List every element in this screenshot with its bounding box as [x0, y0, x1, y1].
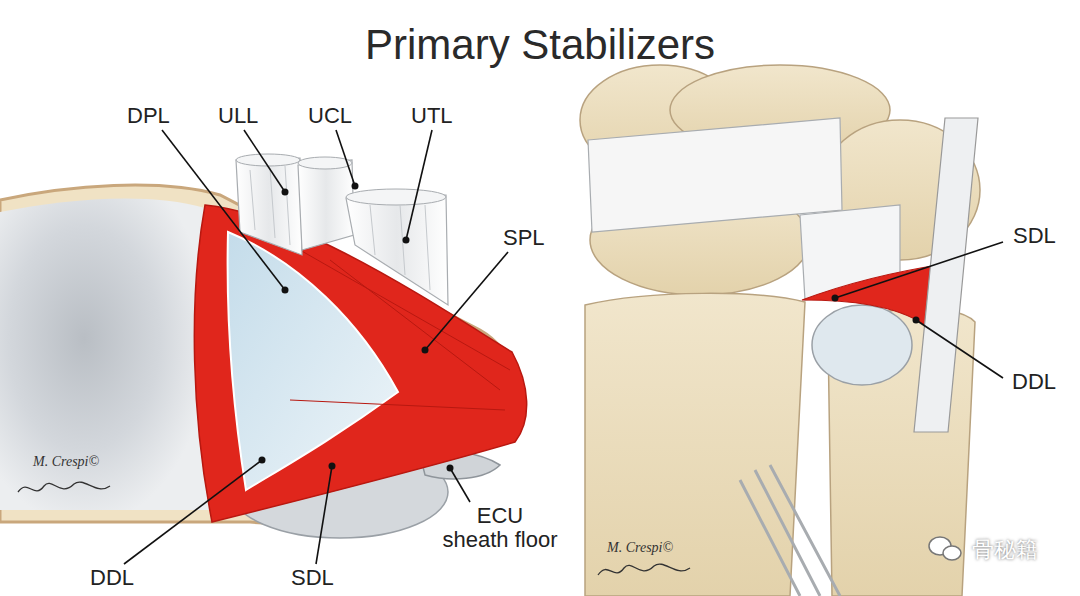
part-label: DDL [1012, 370, 1056, 394]
part-label: DPL [127, 104, 170, 128]
figure-title: Primary Stabilizers [365, 22, 715, 68]
artist-watermark: M. Crespi© [607, 540, 673, 555]
part-label: SPL [503, 226, 545, 250]
part-label: UTL [411, 104, 453, 128]
part-label: SDL [1013, 224, 1056, 248]
artist-watermark: M. Crespi© [33, 454, 99, 469]
source-watermark: 骨秘籍 [972, 538, 1038, 562]
part-label: ULL [218, 104, 258, 128]
part-label: DDL [90, 566, 134, 590]
part-label: SDL [291, 566, 334, 590]
part-label: ECU sheath floor [441, 504, 559, 552]
part-label: UCL [308, 104, 352, 128]
